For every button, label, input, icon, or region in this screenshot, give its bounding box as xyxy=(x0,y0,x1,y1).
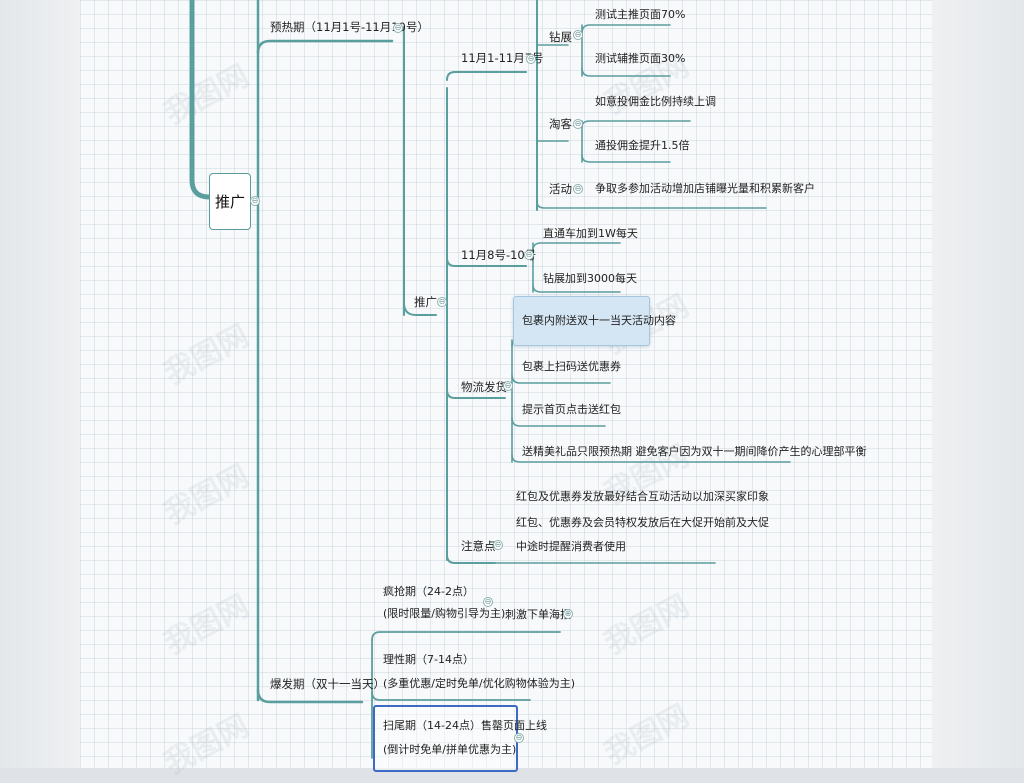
right-margin xyxy=(932,0,1024,768)
collapse-toggle-icon[interactable]: ⊖ xyxy=(393,23,403,33)
collapse-toggle-icon[interactable]: ⊖ xyxy=(573,119,583,129)
node-lixing-line1[interactable]: 理性期（7-14点） xyxy=(383,653,474,666)
node-zy-1[interactable]: 红包及优惠券发放最好结合互动活动以加深买家印象 xyxy=(516,490,769,503)
node-tuiguang-sub[interactable]: 推广 xyxy=(414,295,437,309)
node-zhuyi[interactable]: 注意点 xyxy=(461,539,496,553)
node-wl-1[interactable]: 包裹内附送双十一当天活动内容 xyxy=(522,314,676,327)
node-tk-1[interactable]: 如意投佣金比例持续上调 xyxy=(595,95,716,108)
collapse-toggle-icon[interactable]: ⊖ xyxy=(483,597,493,607)
collapse-toggle-icon[interactable]: ⊖ xyxy=(250,196,260,206)
collapse-toggle-icon[interactable]: ⊖ xyxy=(573,184,583,194)
node-cijixiadan[interactable]: 刺激下单海报 xyxy=(505,608,571,621)
node-wl-3[interactable]: 提示首页点击送红包 xyxy=(522,403,621,416)
node-n810-2[interactable]: 钻展加到3000每天 xyxy=(543,272,637,285)
collapse-toggle-icon[interactable]: ⊖ xyxy=(526,54,536,64)
node-yure[interactable]: 预热期（11月1号-11月10号） xyxy=(270,20,429,34)
node-wuliu[interactable]: 物流发货 xyxy=(461,380,507,394)
node-zz-test2[interactable]: 测试辅推页面30% xyxy=(595,52,686,65)
node-wl-4[interactable]: 送精美礼品只限预热期 避免客户因为双十一期间降价产生的心理部平衡 xyxy=(522,445,867,458)
node-tk-2[interactable]: 通投佣金提升1.5倍 xyxy=(595,139,690,152)
node-baofa[interactable]: 爆发期（双十一当天） xyxy=(270,677,385,691)
node-zy-3[interactable]: 中途时提醒消费者使用 xyxy=(516,540,626,553)
node-nov1-7[interactable]: 11月1-11月7号 xyxy=(461,51,544,65)
collapse-toggle-icon[interactable]: ⊖ xyxy=(493,540,503,550)
collapse-toggle-icon[interactable]: ⊖ xyxy=(524,250,534,260)
collapse-toggle-icon[interactable]: ⊖ xyxy=(503,381,513,391)
selected-node-frame[interactable] xyxy=(373,705,518,772)
node-taoke[interactable]: 淘客 xyxy=(549,117,572,131)
node-wl-2[interactable]: 包裹上扫码送优惠券 xyxy=(522,360,621,373)
collapse-toggle-icon[interactable]: ⊖ xyxy=(437,297,447,307)
node-huodong[interactable]: 活动 xyxy=(549,182,572,196)
node-n810-1[interactable]: 直通车加到1W每天 xyxy=(543,227,638,240)
left-margin xyxy=(0,0,80,768)
collapse-toggle-icon[interactable]: ⊖ xyxy=(514,733,524,743)
collapse-toggle-icon[interactable]: ⊖ xyxy=(573,30,583,40)
node-nov8-10[interactable]: 11月8号-10号 xyxy=(461,248,537,262)
node-saowei-line1[interactable]: 扫尾期（14-24点）售罄页面上线 xyxy=(383,719,547,732)
highlighted-node-bg xyxy=(513,296,650,346)
expand-toggle-icon[interactable]: ⊕ xyxy=(563,609,573,619)
node-zz-test1[interactable]: 测试主推页面70% xyxy=(595,8,686,21)
node-hd-1[interactable]: 争取多参加活动增加店铺曝光量和积累新客户 xyxy=(595,182,815,195)
node-zuanzhan[interactable]: 钻展 xyxy=(549,30,572,44)
node-fengqiang-line2[interactable]: (限时限量/购物引导为主) xyxy=(383,607,506,620)
node-lixing-line2[interactable]: (多重优惠/定时免单/优化购物体验为主) xyxy=(383,677,575,690)
node-saowei-line2[interactable]: (倒计时免单/拼单优惠为主) xyxy=(383,743,517,756)
node-tuiguang-main[interactable]: 推广 xyxy=(209,173,251,230)
node-zy-2[interactable]: 红包、优惠券及会员特权发放后在大促开始前及大促 xyxy=(516,516,769,529)
node-fengqiang-line1[interactable]: 疯抢期（24-2点） xyxy=(383,585,474,598)
